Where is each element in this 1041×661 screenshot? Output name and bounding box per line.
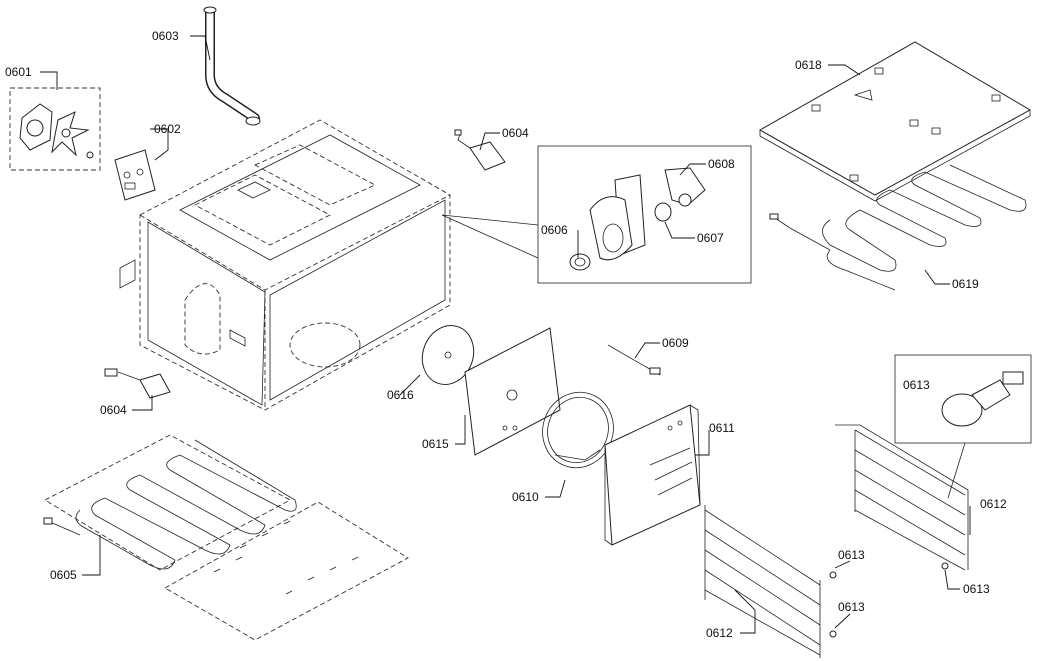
label-0613-a: 0613 — [838, 548, 865, 562]
oven-cavity — [119, 119, 451, 411]
part-0612-rack-left — [704, 505, 821, 658]
leader-lines — [40, 35, 971, 634]
label-0619: 0619 — [952, 277, 979, 291]
label-0602: 0602 — [154, 122, 181, 136]
label-0613-detail: 0613 — [903, 378, 930, 392]
label-0618: 0618 — [795, 58, 822, 72]
part-0619-top-heater — [769, 164, 1027, 291]
label-0604-upper: 0604 — [502, 126, 529, 140]
label-0607: 0607 — [697, 231, 724, 245]
part-0612-rack-right — [835, 424, 969, 571]
label-0610: 0610 — [512, 490, 539, 504]
part-0604-lamp-lower — [104, 368, 171, 399]
part-0615-back-panel — [464, 327, 561, 456]
label-0613-c: 0613 — [963, 582, 990, 596]
detail-box-0613 — [894, 354, 1032, 499]
part-0601-fan-motor — [9, 87, 101, 171]
label-0615: 0615 — [422, 437, 449, 451]
label-0601: 0601 — [5, 65, 32, 79]
label-0604-lower: 0604 — [100, 403, 127, 417]
label-0605: 0605 — [50, 568, 77, 582]
label-0616: 0616 — [387, 388, 414, 402]
part-0602-plate — [114, 149, 156, 201]
screw-0613 — [829, 562, 949, 638]
part-0609-sensor — [607, 344, 661, 376]
part-0603-pipe — [203, 6, 261, 126]
label-0603: 0603 — [152, 29, 179, 43]
label-0606: 0606 — [541, 223, 568, 237]
label-0612-right: 0612 — [980, 497, 1007, 511]
part-0618-top-cover — [758, 41, 1032, 202]
part-0604-lamp-upper — [454, 129, 506, 171]
part-labels: 0601 0603 0602 0604 0608 0606 0607 0609 … — [5, 29, 1007, 640]
detail-box-thermostat — [441, 145, 752, 284]
label-0612-lower: 0612 — [706, 626, 733, 640]
label-0608: 0608 — [708, 157, 735, 171]
label-0613-b: 0613 — [838, 600, 865, 614]
bottom-plate — [164, 501, 409, 641]
label-0611: 0611 — [709, 421, 735, 435]
part-0605-bottom-heater — [43, 434, 297, 571]
part-0616-round-cover — [421, 325, 475, 385]
part-0611-fan-cover — [604, 404, 701, 546]
label-0609: 0609 — [662, 336, 689, 350]
